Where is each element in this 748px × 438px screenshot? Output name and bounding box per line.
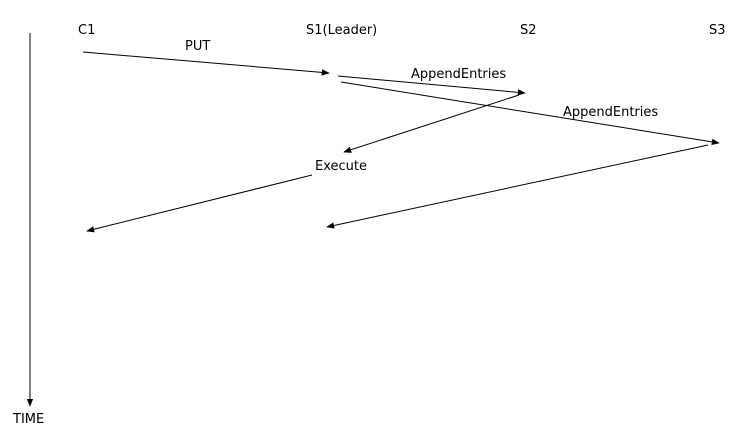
participant-label-s3: S3	[709, 23, 726, 38]
label-put: PUT	[185, 39, 210, 54]
arrow-append-entries-s1-to-s2	[337, 75, 526, 96]
arrow-reply-s2-to-s1	[343, 94, 520, 153]
participant-label-s1-leader: S1(Leader)	[306, 23, 377, 38]
arrow-reply-s1-to-c1	[86, 174, 313, 233]
label-execute: Execute	[315, 159, 367, 174]
participant-label-c1: C1	[78, 23, 95, 38]
arrow-reply-s3-to-s1	[326, 144, 709, 229]
arrow-put-c1-to-s1	[82, 51, 330, 76]
participant-label-s2: S2	[520, 23, 537, 38]
arrow-append-entries-s1-to-s3	[340, 81, 720, 146]
label-append-entries-s3: AppendEntries	[563, 105, 658, 120]
time-axis-label: TIME	[12, 412, 44, 427]
label-append-entries-s2: AppendEntries	[411, 67, 506, 82]
